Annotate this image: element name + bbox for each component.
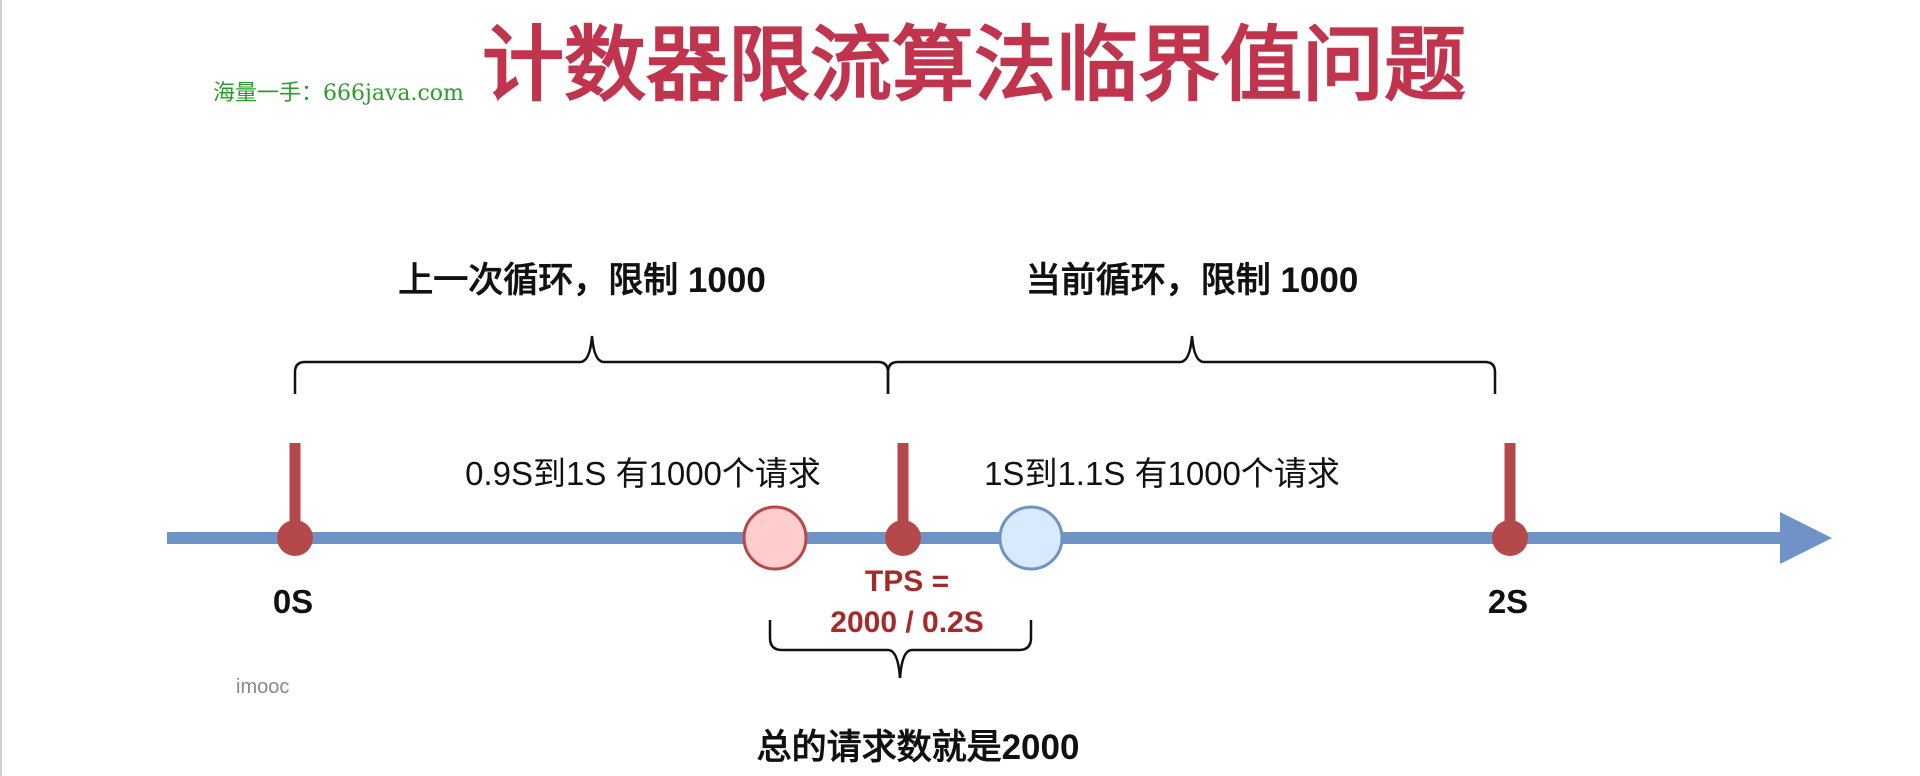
tick-2s-dot: [1492, 520, 1528, 556]
total-requests-label: 总的请求数就是2000: [757, 728, 1080, 767]
left-edge-rule: [0, 0, 2, 776]
credit-label: imooc: [236, 676, 289, 698]
prev-cycle-brace: [293, 335, 890, 394]
page-title: 计数器限流算法临界值问题: [482, 18, 1466, 113]
interval-after-label: 1S到1.1S 有1000个请求: [984, 455, 1340, 492]
timeline-arrowhead: [1780, 512, 1832, 564]
watermark: 海量一手：666java.com: [213, 81, 464, 106]
curr-cycle-brace: [886, 335, 1497, 394]
curr-cycle-label: 当前循环，限制 1000: [1026, 261, 1359, 300]
tick-1s-dot: [885, 520, 921, 556]
burst-before-circle: [742, 505, 808, 571]
burst-after-circle: [998, 505, 1064, 571]
tick-0s-dot: [277, 520, 313, 556]
total-brace: [768, 620, 1033, 679]
tps-label-line2: 2000 / 0.2S: [830, 606, 983, 639]
interval-before-label: 0.9S到1S 有1000个请求: [465, 455, 821, 492]
prev-cycle-label: 上一次循环，限制 1000: [398, 261, 766, 300]
tick-2s-label: 2S: [1488, 583, 1528, 620]
tps-label-line1: TPS =: [865, 565, 949, 598]
tick-0s-label: 0S: [273, 583, 313, 620]
